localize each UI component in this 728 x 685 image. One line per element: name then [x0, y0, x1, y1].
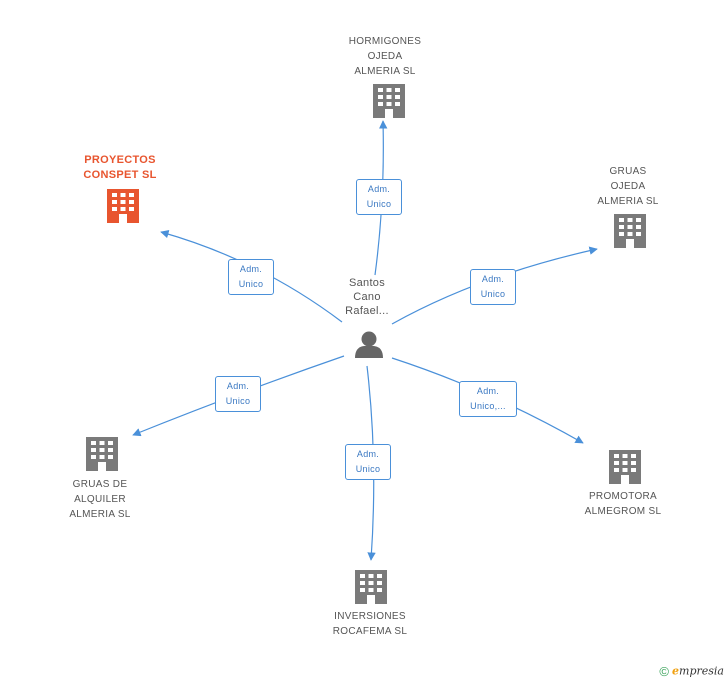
- building-icon[interactable]: [609, 450, 641, 484]
- company-label-hormigones[interactable]: HORMIGONES OJEDA ALMERIA SL: [348, 36, 422, 77]
- company-label-inversiones[interactable]: INVERSIONES ROCAFEMA SL: [332, 611, 408, 637]
- building-icon[interactable]: [614, 214, 646, 248]
- role-box-gruas-ojeda[interactable]: Adm. Unico: [470, 269, 516, 305]
- company-label-proyectos[interactable]: PROYECTOS CONSPET SL: [83, 154, 157, 181]
- company-label-promotora[interactable]: PROMOTORA ALMEGROM SL: [584, 491, 662, 517]
- brand-logo: empresia: [672, 664, 724, 678]
- role-box-gruas-alquiler[interactable]: Adm. Unico: [215, 376, 261, 412]
- role-box-proyectos[interactable]: Adm. Unico: [228, 259, 274, 295]
- building-icon[interactable]: [373, 84, 405, 118]
- person-icon[interactable]: [355, 331, 383, 359]
- nodes: [86, 84, 646, 604]
- role-box-hormigones[interactable]: Adm. Unico: [356, 179, 402, 215]
- company-label-gruas-ojeda[interactable]: GRUAS OJEDA ALMERIA SL: [597, 166, 659, 207]
- copyright-icon: ©: [659, 664, 669, 679]
- role-box-promotora[interactable]: Adm. Unico,...: [459, 381, 517, 417]
- role-box-inversiones[interactable]: Adm. Unico: [345, 444, 391, 480]
- building-icon[interactable]: [355, 570, 387, 604]
- footer-brand: © empresia: [659, 664, 724, 679]
- building-icon[interactable]: [86, 437, 118, 471]
- person-name-label[interactable]: Santos Cano Rafael...: [345, 277, 389, 317]
- company-label-gruas-alquiler[interactable]: GRUAS DE ALQUILER ALMERIA SL: [69, 479, 131, 520]
- building-icon[interactable]: [107, 189, 139, 223]
